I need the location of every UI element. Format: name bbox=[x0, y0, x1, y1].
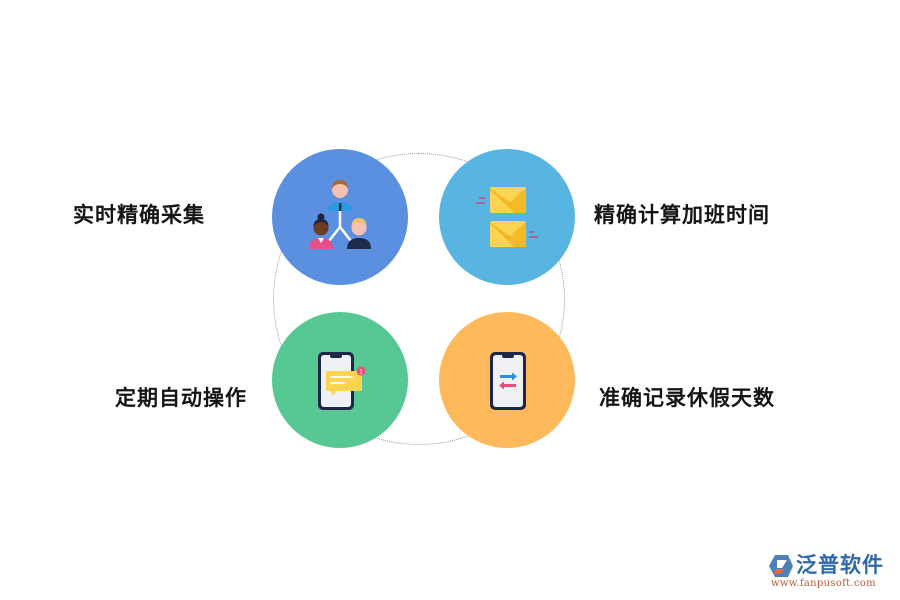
dotted-connector-ring bbox=[273, 153, 565, 445]
phone-transfer-icon bbox=[490, 352, 526, 410]
people-hierarchy-icon bbox=[309, 180, 371, 249]
brand-name: 泛普软件 bbox=[796, 553, 884, 577]
envelopes-icon bbox=[476, 187, 538, 247]
node-realtime-collection bbox=[272, 149, 408, 285]
node-scheduled-automation: 1 bbox=[272, 312, 408, 448]
brand-url: www.fanpusoft.com bbox=[771, 578, 876, 589]
fanpu-logo-icon bbox=[769, 555, 793, 577]
node-leave-recording bbox=[439, 312, 575, 448]
label-scheduled-automation: 定期自动操作 bbox=[115, 386, 247, 410]
node-overtime-calculation bbox=[439, 149, 575, 285]
label-overtime-calculation: 精确计算加班时间 bbox=[594, 203, 770, 227]
phone-notification-icon: 1 bbox=[318, 352, 366, 410]
svg-text:1: 1 bbox=[359, 370, 363, 376]
label-leave-recording: 准确记录休假天数 bbox=[599, 386, 775, 410]
fanpu-watermark: 泛普软件 www.fanpusoft.com bbox=[768, 552, 893, 592]
label-realtime-collection: 实时精确采集 bbox=[73, 203, 205, 227]
